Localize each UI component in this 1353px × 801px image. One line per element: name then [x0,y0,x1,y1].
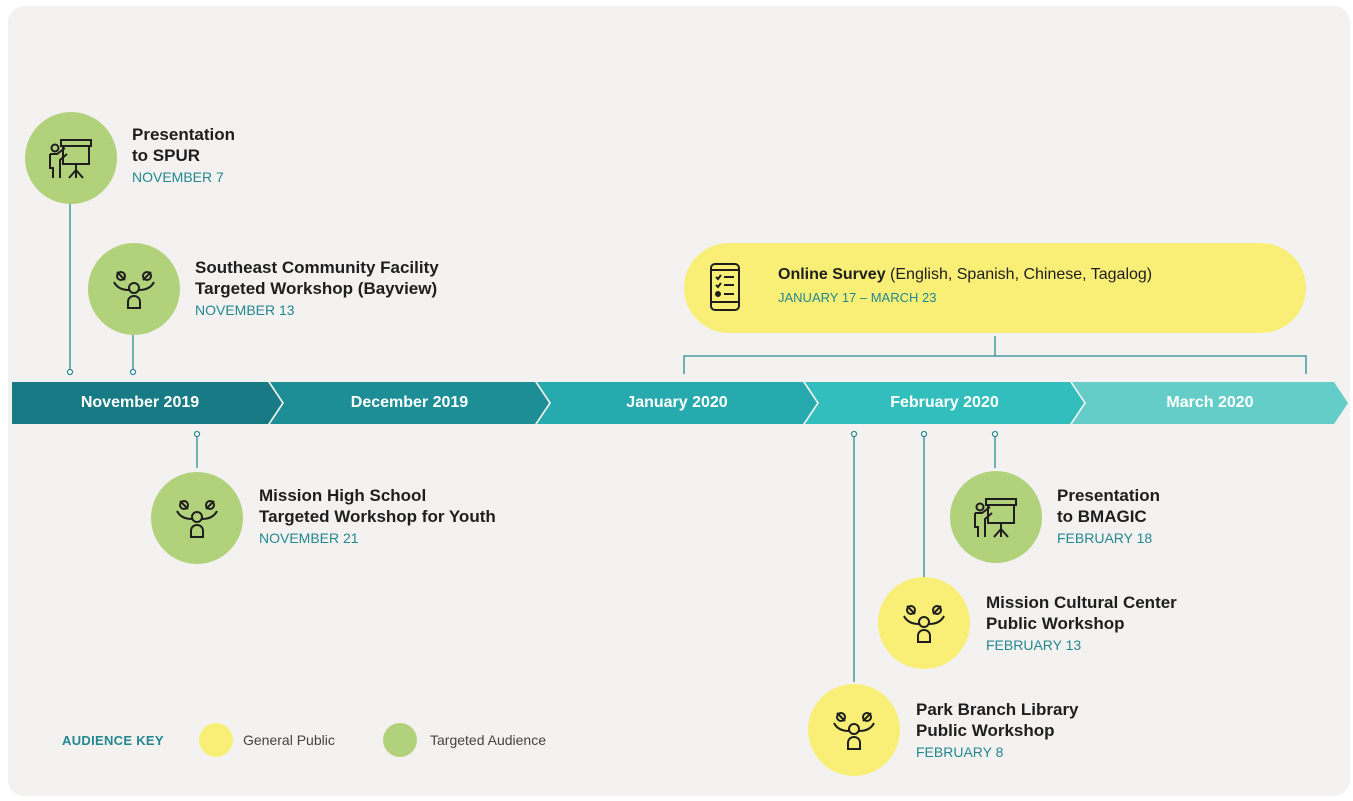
month-label: November 2019 [80,394,200,411]
month-label: February 2020 [890,394,999,411]
event-southeast-community-facility: Southeast Community Facility Targeted Wo… [195,257,439,321]
presentation-icon-circle [950,471,1042,563]
event-title-line: Targeted Workshop for Youth [259,507,496,526]
event-title-line: Public Workshop [986,614,1125,633]
workshop-group-icon [176,500,218,538]
workshop-group-icon [113,271,155,309]
connector-node [920,430,928,438]
event-title-line: Public Workshop [916,721,1055,740]
event-presentation-spur: Presentation to SPUR NOVEMBER 7 [132,124,235,188]
connector-node [129,368,137,376]
event-date: NOVEMBER 13 [195,302,295,318]
workshop-icon-circle [878,577,970,669]
event-title-line: to SPUR [132,146,200,165]
presentation-icon-circle [25,112,117,204]
arrow-february-2020 [805,382,1084,424]
arrow-december-2019 [270,382,549,424]
online-survey-title: Online Survey (English, Spanish, Chinese… [778,266,1152,284]
arrow-march-2020 [1072,382,1348,424]
month-label: December 2019 [350,394,469,411]
presentation-icon [974,498,1017,538]
event-title-line: Mission High School [259,486,427,505]
event-date: FEBRUARY 8 [916,744,1004,760]
online-survey-languages: (English, Spanish, Chinese, Tagalog) [890,266,1153,283]
connector-node [850,430,858,438]
event-date: NOVEMBER 21 [259,530,359,546]
event-title-line: Southeast Community Facility [195,258,439,277]
workshop-group-icon [903,605,945,643]
event-date: NOVEMBER 7 [132,169,224,185]
event-title-line: Presentation [132,125,235,144]
event-presentation-bmagic: Presentation to BMAGIC FEBRUARY 18 [1057,485,1160,549]
arrow-january-2020 [537,382,817,424]
month-label: March 2020 [1166,394,1254,411]
arrow-november-2019 [12,382,282,424]
workshop-icon-circle [151,472,243,564]
targeted-audience-swatch [383,723,417,757]
survey-bracket [683,355,1307,374]
connector-node [66,368,74,376]
connector-node [991,430,999,438]
workshop-icon-circle [88,243,180,335]
event-date: FEBRUARY 18 [1057,530,1153,546]
month-label: January 2020 [626,394,728,411]
event-mission-high-school: Mission High School Targeted Workshop fo… [259,485,496,549]
online-survey-name: Online Survey [778,266,886,283]
targeted-audience-label: Targeted Audience [430,732,546,748]
event-title-line: Targeted Workshop (Bayview) [195,279,438,298]
general-public-swatch [199,723,233,757]
mobile-survey-icon [710,263,740,311]
event-title-line: to BMAGIC [1057,507,1147,526]
event-title-line: Park Branch Library [916,700,1079,719]
event-date: FEBRUARY 13 [986,637,1082,653]
event-mission-cultural-center: Mission Cultural Center Public Workshop … [986,592,1177,656]
event-park-branch-library: Park Branch Library Public Workshop FEBR… [916,699,1079,763]
audience-key-title: AUDIENCE KEY [62,733,164,748]
connector-node [193,430,201,438]
online-survey-pill [684,243,1306,333]
workshop-icon-circle [808,684,900,776]
online-survey-date: JANUARY 17 – MARCH 23 [778,290,937,305]
event-title-line: Presentation [1057,486,1160,505]
event-title-line: Mission Cultural Center [986,593,1177,612]
general-public-label: General Public [243,732,335,748]
presentation-icon [49,139,92,179]
workshop-group-icon [833,712,875,750]
